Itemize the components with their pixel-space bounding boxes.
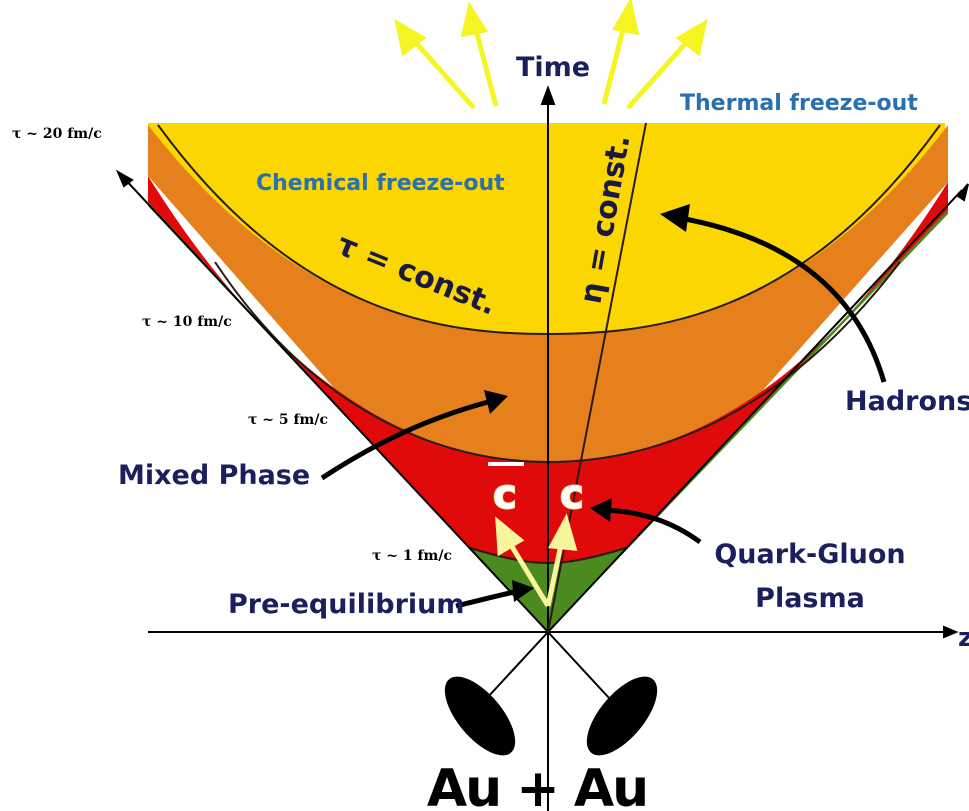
anticharm-arrow (505, 538, 551, 608)
z-axis-label: z (958, 623, 969, 653)
freezeout-arrows (394, 0, 708, 110)
light-cone-right (547, 189, 963, 633)
hadrons-arrow (679, 215, 887, 383)
tau-tick-5: τ ~ 5 fm/c (248, 412, 328, 428)
pre-equilibrium-label: Pre-equilibrium (228, 589, 465, 620)
time-axis-arrowhead (540, 85, 556, 105)
charm-label: c (560, 472, 584, 518)
label-arrows (320, 204, 887, 609)
light-cone-right-arrowhead (956, 183, 969, 202)
freezeout-arrow-4 (626, 34, 694, 110)
tau-tick-1: τ ~ 1 fm/c (372, 548, 452, 564)
freezeout-arrow-3 (601, 17, 629, 105)
pre-equilibrium-arrow (455, 589, 515, 609)
z-axis-arrowhead (943, 625, 959, 639)
light-cone-left (121, 175, 549, 633)
tau-tick-10: τ ~ 10 fm/c (142, 314, 232, 330)
anticharm-label: c (493, 472, 517, 518)
hadrons-label: Hadrons (845, 386, 969, 417)
hadrons-arrow-head (660, 204, 690, 232)
freezeout-arrow-4-head (675, 18, 708, 57)
au-nuclei (444, 676, 658, 756)
mixed-phase-arrow-head (484, 390, 508, 414)
mixed-phase-arrow (320, 399, 489, 481)
qgp-label-line2: Plasma (755, 583, 865, 614)
freezeout-arrow-2 (471, 21, 499, 107)
time-axis-label: Time (516, 52, 590, 83)
charm-arrow-head (548, 513, 578, 551)
chemical-freezeout-label: Chemical freeze-out (256, 171, 505, 196)
freezeout-arrow-1-head (394, 18, 427, 57)
charm-arrows (495, 513, 578, 608)
anticharm-arrow-head (495, 516, 525, 557)
charm-arrow (545, 539, 565, 607)
au-nucleus-left (444, 676, 516, 756)
qgp-label-line1: Quark-Gluon (714, 539, 905, 570)
freezeout-arrow-3-head (612, 0, 640, 36)
freezeout-arrow-1 (408, 34, 476, 110)
collision-label: Au + Au (427, 759, 647, 811)
pre-equilibrium-arrow-head (512, 580, 534, 602)
freezeout-arrow-2-head (460, 1, 489, 38)
light-cone-left-arrowhead (115, 169, 134, 188)
qgp-arrow-head (590, 498, 612, 522)
au-nucleus-right (586, 676, 658, 756)
qgp-arrow (605, 507, 702, 545)
tau-tick-20: τ ~ 20 fm/c (12, 126, 102, 142)
thermal-freezeout-label: Thermal freeze-out (680, 91, 918, 116)
mixed-phase-label: Mixed Phase (118, 460, 310, 491)
